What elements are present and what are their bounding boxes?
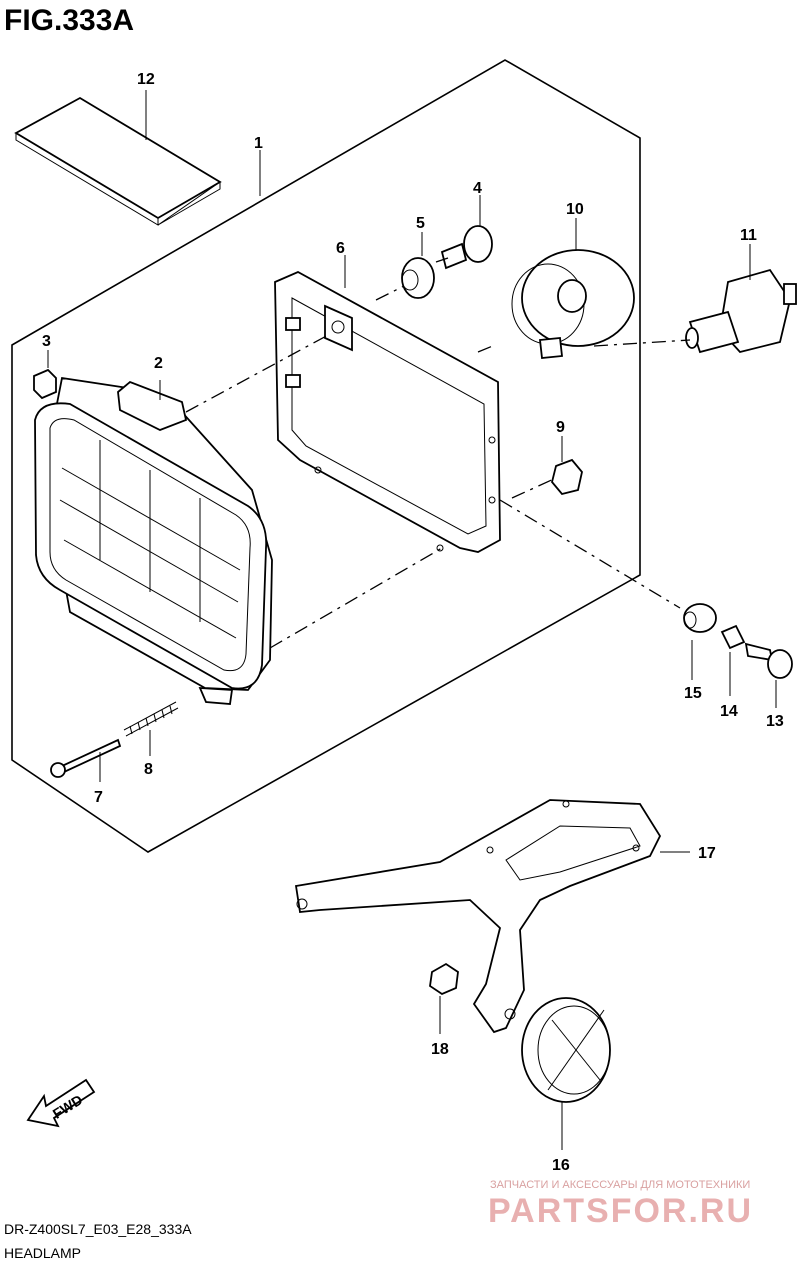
callout-8: 8: [144, 761, 153, 778]
part-10-socket-cover[interactable]: [511, 218, 635, 359]
callout-15: 15: [684, 685, 702, 702]
watermark-tagline: ЗАПЧАСТИ И АКСЕССУАРЫ ДЛЯ МОТОТЕХНИКИ: [490, 1179, 750, 1191]
part-16-reflector[interactable]: [521, 997, 611, 1150]
callout-4: 4: [473, 180, 482, 197]
part-7-screw[interactable]: [50, 738, 122, 782]
part-13-bolt[interactable]: [744, 642, 793, 708]
lens-pattern: [59, 440, 241, 639]
callout-11: 11: [740, 227, 757, 244]
callout-6: 6: [336, 240, 345, 257]
callout-5: 5: [416, 215, 425, 232]
callout-9: 9: [556, 419, 565, 436]
callout-7: 7: [94, 789, 103, 806]
part-5-grommet[interactable]: [401, 232, 435, 299]
part-17-bracket[interactable]: [294, 799, 690, 1034]
callout-1: 1: [254, 135, 263, 152]
callout-2: 2: [154, 355, 163, 372]
model-code: DR-Z400SL7_E03_E28_333A: [4, 1221, 192, 1237]
callout-16: 16: [552, 1157, 570, 1174]
callout-10: 10: [566, 201, 584, 218]
part-11-bulb[interactable]: [685, 244, 797, 354]
part-9-clip[interactable]: [551, 436, 583, 496]
assembly-boundary: [11, 59, 641, 853]
part-18-nut[interactable]: [429, 962, 459, 1034]
part-2-headlamp-unit[interactable]: [34, 376, 273, 705]
figure-title: FIG.333A: [4, 4, 134, 37]
part-4-adjust-screw[interactable]: [440, 195, 493, 270]
part-14-collar[interactable]: [720, 624, 746, 696]
part-3-clip-nut[interactable]: [33, 350, 57, 400]
callout-3: 3: [42, 333, 51, 350]
callout-13: 13: [766, 713, 784, 730]
part-6-mounting-frame[interactable]: [274, 255, 501, 553]
part-12-label-sticker[interactable]: [14, 90, 222, 226]
callout-18: 18: [431, 1041, 449, 1058]
part-8-spring[interactable]: [123, 701, 179, 756]
figure-name: HEADLAMP: [4, 1245, 81, 1261]
fwd-arrow-icon: FWD: [26, 1078, 96, 1128]
callout-17: 17: [698, 845, 716, 862]
alignment-lines: [185, 257, 691, 649]
part-15-grommet[interactable]: [683, 603, 717, 680]
callout-14: 14: [720, 703, 738, 720]
watermark-logo: PARTSFOR.RU: [488, 1192, 753, 1230]
callout-12: 12: [137, 71, 155, 88]
